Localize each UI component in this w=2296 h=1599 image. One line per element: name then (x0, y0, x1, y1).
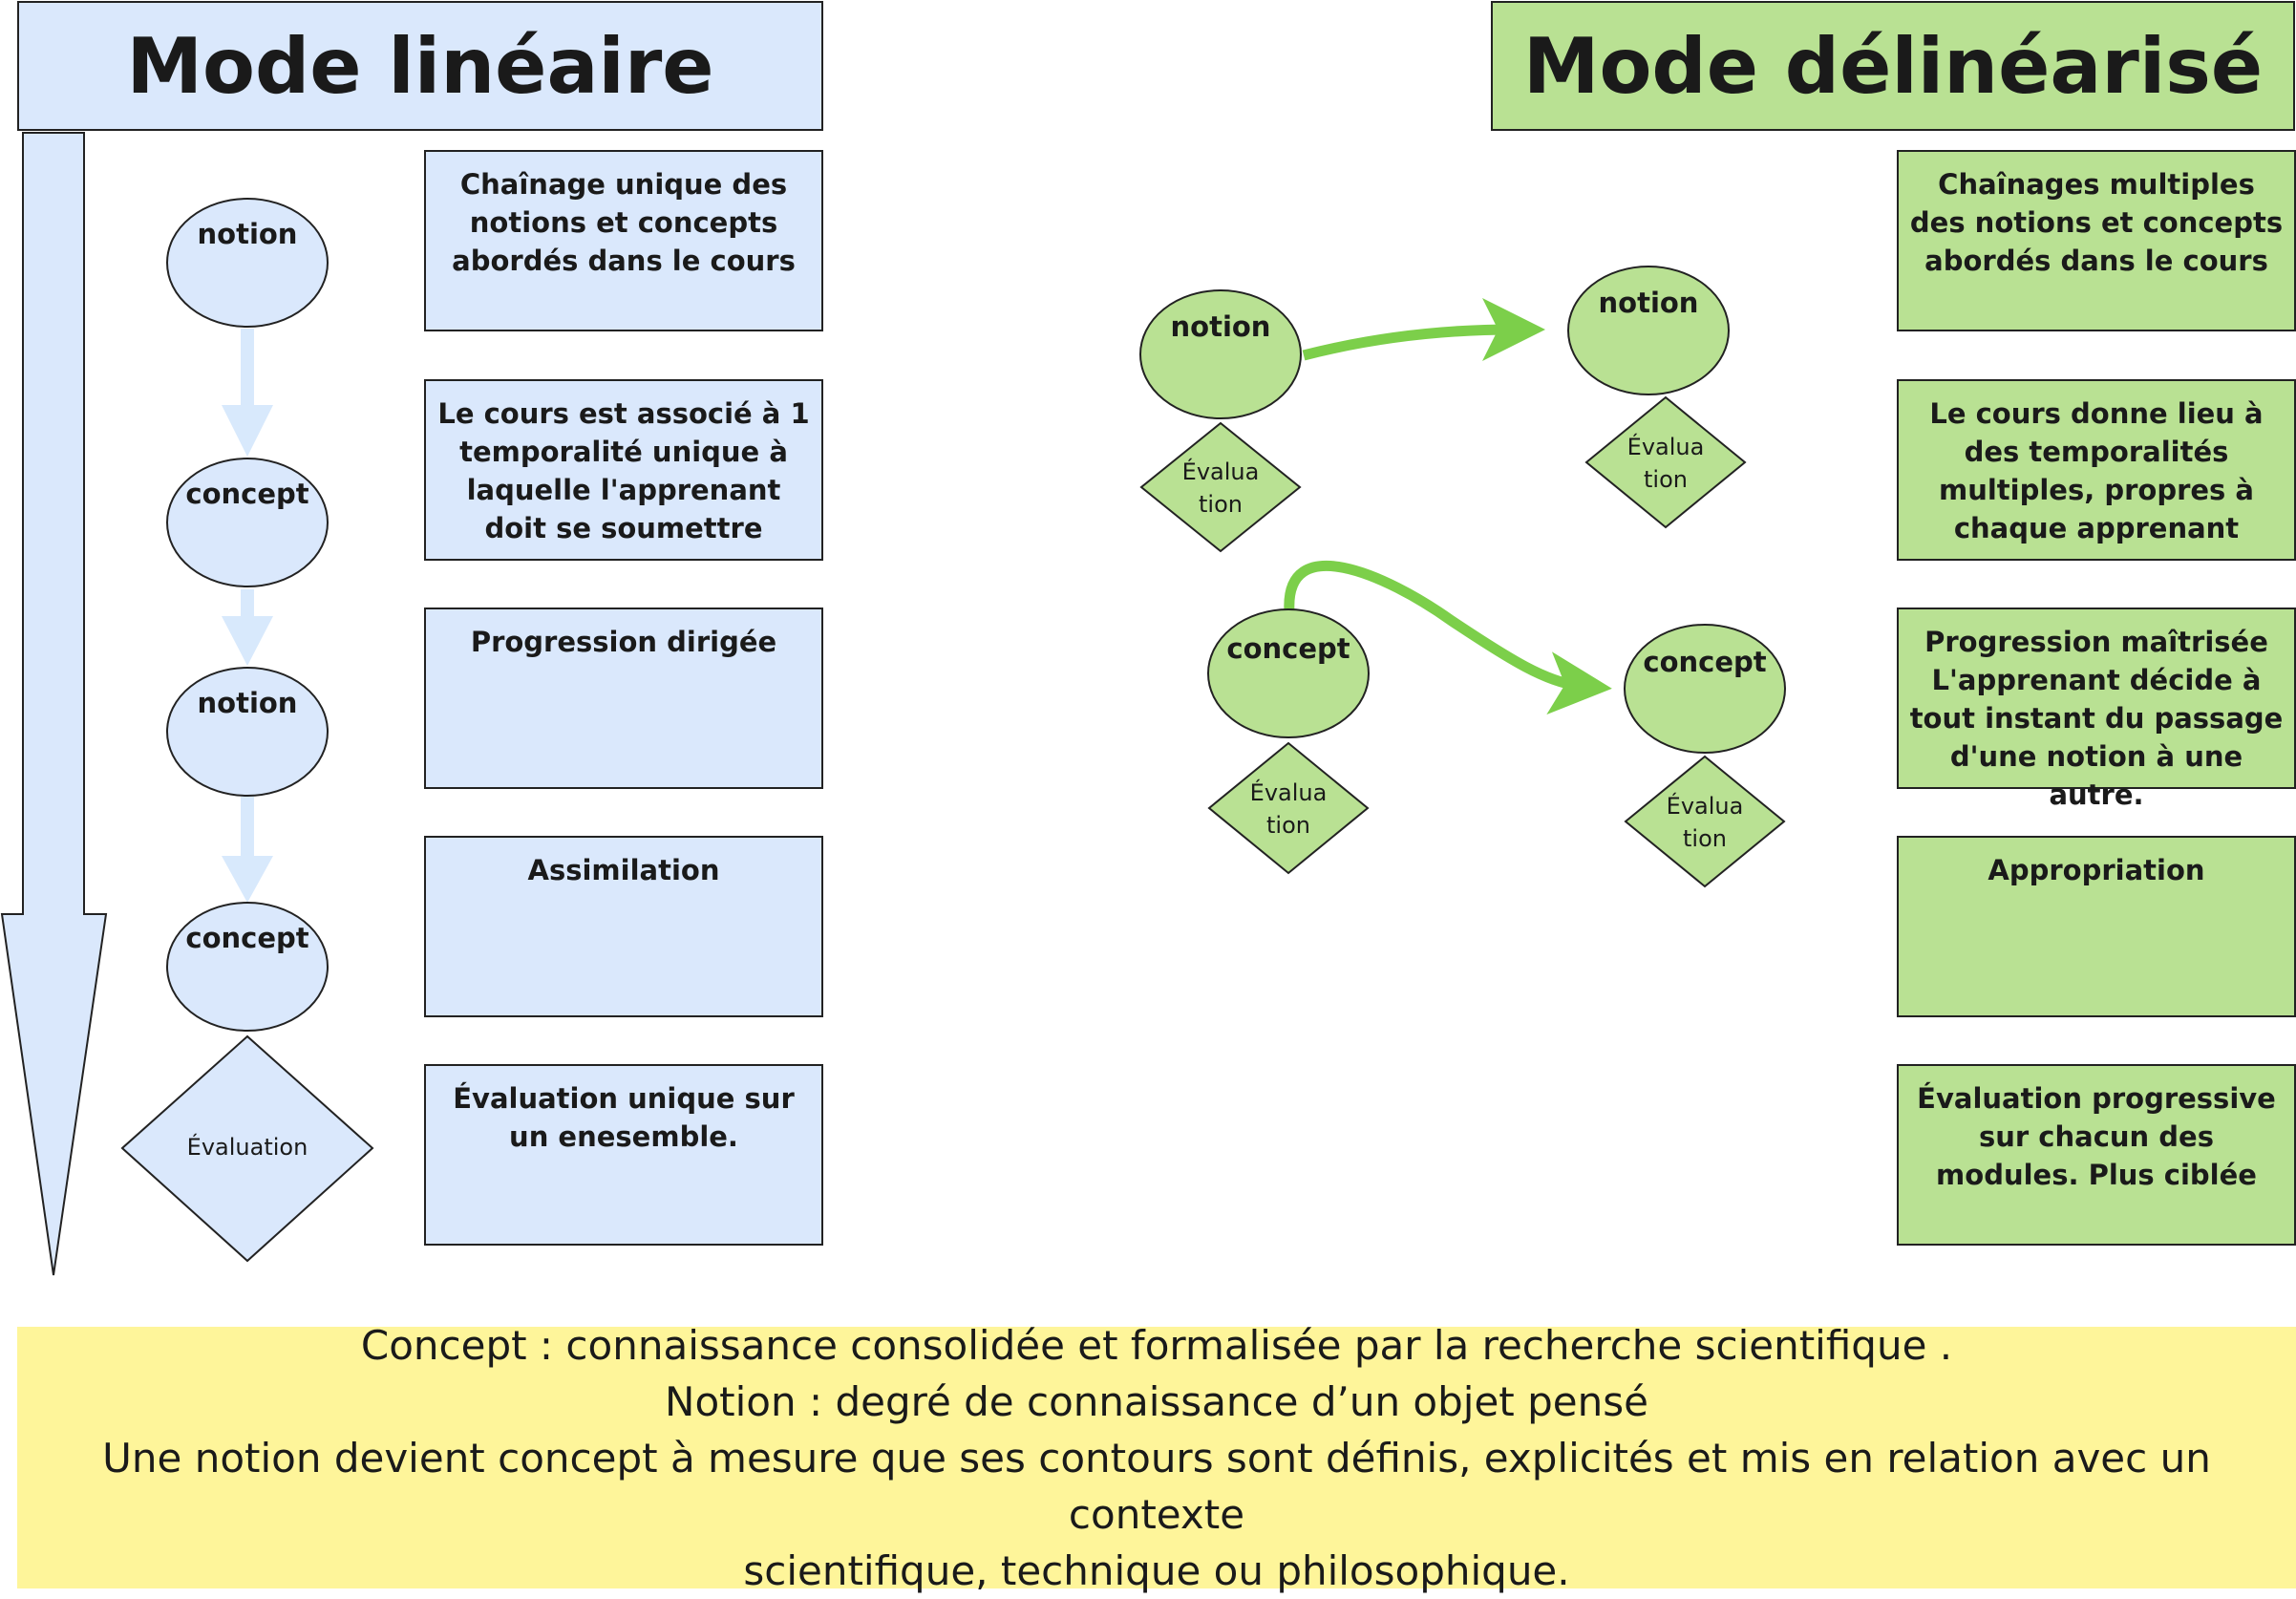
left-header: Mode linéaire (17, 1, 823, 131)
left-box-4: Assimilation (424, 836, 823, 1017)
left-box-2: Le cours est associé à 1 temporalité uni… (424, 379, 823, 561)
left-box-5: Évaluation unique sur un enesemble. (424, 1064, 823, 1246)
left-node-4-label: concept (185, 922, 309, 954)
eval-line-2: tion (1266, 812, 1310, 839)
right-arrow-2 (1284, 560, 1612, 715)
eval-line-2: tion (1199, 491, 1243, 518)
right-eval-diamond-4 (1624, 755, 1786, 888)
right-node-4-label: concept (1643, 646, 1767, 678)
right-node-2 (1567, 266, 1730, 395)
left-node-3-label: notion (197, 687, 298, 719)
right-box-1: Chaînages multiples des notions et conce… (1897, 150, 2296, 331)
left-node-4 (166, 902, 329, 1032)
eval-line-1: Évalua (1181, 458, 1260, 485)
right-box-3: Progression maîtrisée L'apprenant décide… (1897, 608, 2296, 811)
eval-line-2: tion (1644, 466, 1688, 493)
eval-line-1: Évalua (1626, 434, 1705, 460)
definition-footer: Concept : connaissance consolidée et for… (17, 1322, 2296, 1594)
right-eval-diamond-3 (1207, 741, 1370, 875)
left-box-1: Chaînage unique des notions et concepts … (424, 150, 823, 331)
left-node-1 (166, 198, 329, 328)
right-node-3-label: concept (1226, 632, 1350, 665)
right-eval-label-1: Évalua tion (1163, 456, 1278, 521)
left-node-1-label: notion (197, 218, 298, 250)
right-eval-label-2: Évalua tion (1608, 431, 1723, 496)
left-node-2-label: concept (185, 478, 309, 510)
left-node-3 (166, 667, 329, 797)
eval-line-2: tion (1683, 825, 1727, 852)
right-node-4 (1624, 624, 1786, 754)
eval-line-1: Évalua (1249, 779, 1328, 806)
right-header: Mode délinéarisé (1491, 1, 2295, 131)
right-arrow-1 (1302, 298, 1545, 362)
right-eval-label-4: Évalua tion (1648, 790, 1762, 855)
right-eval-diamond-2 (1584, 395, 1747, 529)
right-node-1-label: notion (1170, 310, 1271, 343)
eval-line-1: Évalua (1666, 793, 1744, 820)
right-node-3 (1207, 608, 1370, 738)
timeline-arrow (0, 132, 108, 1276)
left-node-2 (166, 458, 329, 587)
right-box-5: Évaluation progressive sur chacun des mo… (1897, 1064, 2296, 1246)
footer-line-3: Une notion devient concept à mesure que … (102, 1434, 2211, 1538)
left-box-3: Progression dirigée (424, 608, 823, 789)
right-box-4: Appropriation (1897, 836, 2296, 1017)
footer-line-1: Concept : connaissance consolidée et for… (360, 1321, 1953, 1369)
left-connectors (222, 329, 273, 903)
left-eval-diamond (120, 1034, 374, 1263)
right-eval-label-3: Évalua tion (1231, 777, 1346, 842)
footer-line-2: Notion : degré de connaissance d’un obje… (665, 1377, 1648, 1425)
footer-line-4: scientifique, technique ou philosophique… (743, 1546, 1570, 1594)
left-eval-label: Évaluation (186, 1134, 308, 1161)
right-eval-diamond-1 (1139, 421, 1302, 553)
right-node-2-label: notion (1598, 287, 1699, 319)
right-node-1 (1139, 289, 1302, 419)
right-box-2: Le cours donne lieu à des temporalités m… (1897, 379, 2296, 561)
